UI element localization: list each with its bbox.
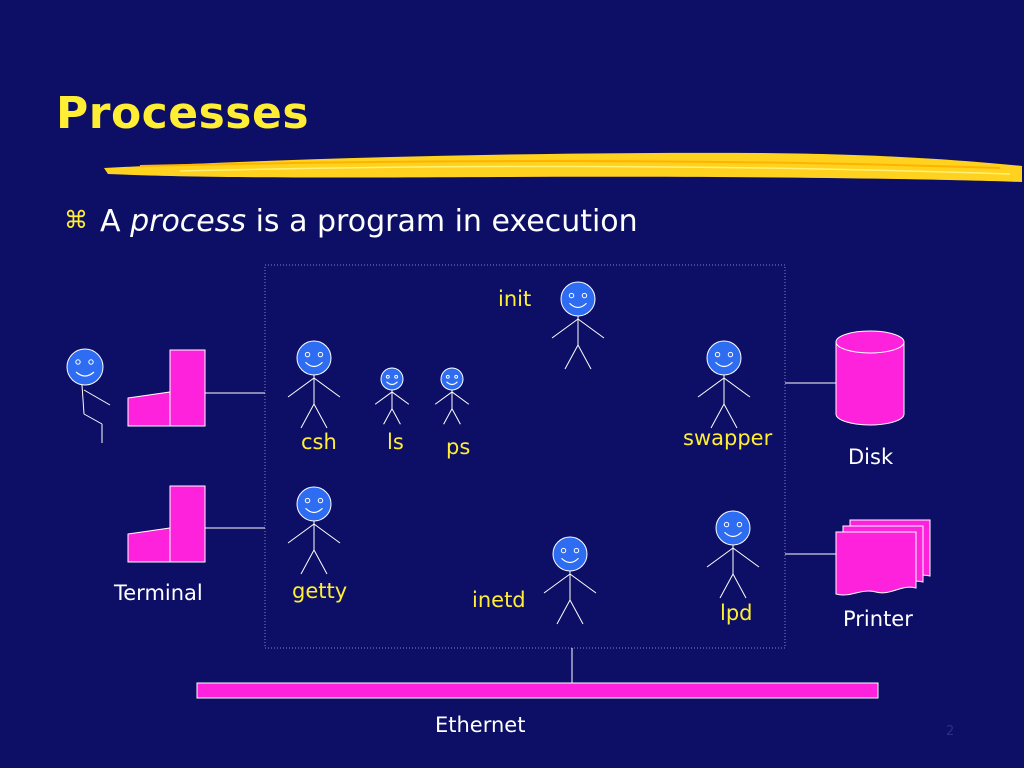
disk-cylinder-icon xyxy=(835,330,905,426)
terminal-icon xyxy=(127,485,206,563)
stick-figure-icon-lpd xyxy=(706,510,760,599)
connector-lines xyxy=(205,382,836,683)
device-label-printer: Printer xyxy=(843,607,913,631)
process-label-inetd: inetd xyxy=(472,588,526,612)
page-title: Processes xyxy=(56,88,310,139)
bullet-prefix: A xyxy=(100,204,121,239)
bullet-line: ⌘ A process is a program in execution xyxy=(64,204,638,239)
device-label-disk: Disk xyxy=(848,445,894,469)
process-label-init: init xyxy=(498,287,532,311)
user-icon xyxy=(66,348,111,443)
stick-figure-icon-csh xyxy=(287,340,341,429)
process-label-swapper: swapper xyxy=(683,426,773,450)
ethernet-bar xyxy=(196,682,879,699)
process-label-ls: ls xyxy=(387,430,404,454)
printer-paper-stack-icon xyxy=(835,519,931,596)
device-label-terminal: Terminal xyxy=(114,581,203,605)
system-boundary xyxy=(264,264,786,649)
stick-figure-icon-ls xyxy=(374,367,410,425)
bullet-emphasis: process xyxy=(130,204,247,239)
stick-figure-icon-getty xyxy=(287,486,341,575)
process-label-ps: ps xyxy=(446,435,471,459)
process-label-getty: getty xyxy=(292,579,348,603)
stick-figure-icon-init xyxy=(551,281,605,370)
process-label-lpd: lpd xyxy=(720,601,753,625)
stick-figure-icon-inetd xyxy=(543,536,597,625)
device-label-ethernet: Ethernet xyxy=(435,713,526,737)
stick-figure-icon-ps xyxy=(434,367,470,425)
page-number: 2 xyxy=(946,724,955,739)
command-key-icon: ⌘ xyxy=(64,206,88,234)
process-label-csh: csh xyxy=(301,430,337,454)
stick-figure-icon-swapper xyxy=(697,340,751,429)
bullet-rest: is a program in execution xyxy=(255,204,638,239)
terminal-icon xyxy=(127,349,206,427)
